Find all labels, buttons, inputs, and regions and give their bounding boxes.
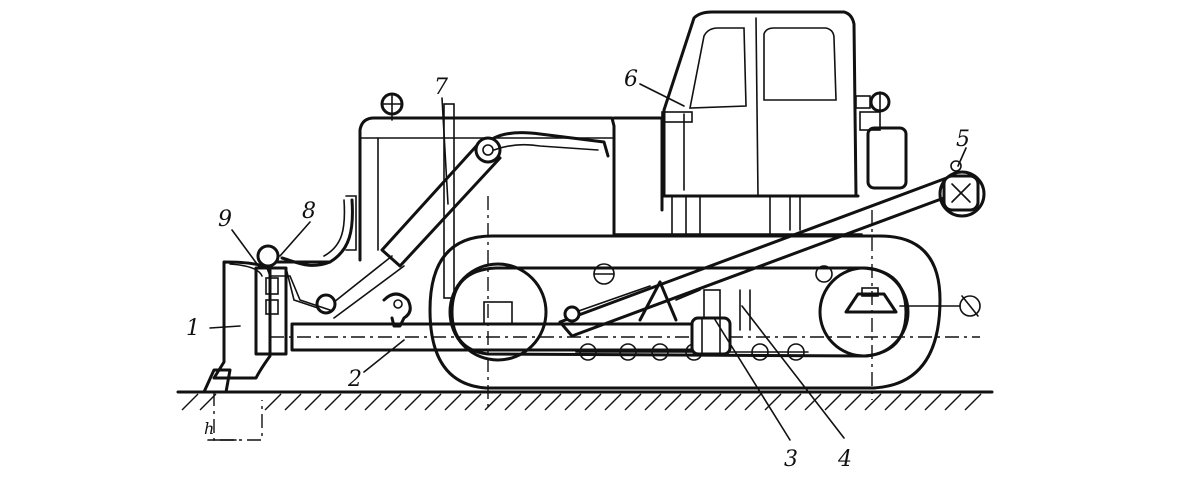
push-beam <box>270 289 980 356</box>
callout-5: 5 <box>956 127 970 152</box>
leader-lines <box>209 83 967 441</box>
frame <box>613 195 863 237</box>
crawler-track <box>428 196 942 410</box>
cabin <box>661 10 908 198</box>
callout-3: 3 <box>784 447 798 472</box>
callout-9: 9 <box>218 207 232 232</box>
callout-7: 7 <box>434 75 448 100</box>
callout-4: 4 <box>837 447 852 472</box>
blade <box>202 244 412 394</box>
callout-2: 2 <box>347 367 362 392</box>
callouts: 1 2 3 4 5 6 7 8 9 h <box>186 67 970 472</box>
callout-6: 6 <box>624 67 638 92</box>
ground <box>176 390 994 441</box>
diagonal-strut <box>558 174 962 338</box>
hydraulic-cylinder <box>315 103 610 319</box>
engine-hood <box>280 92 664 267</box>
rear-hitch <box>844 287 981 317</box>
depth-mark: h <box>204 419 214 438</box>
callout-8: 8 <box>302 199 316 224</box>
callout-1: 1 <box>186 316 200 341</box>
rear-winch <box>938 160 986 218</box>
